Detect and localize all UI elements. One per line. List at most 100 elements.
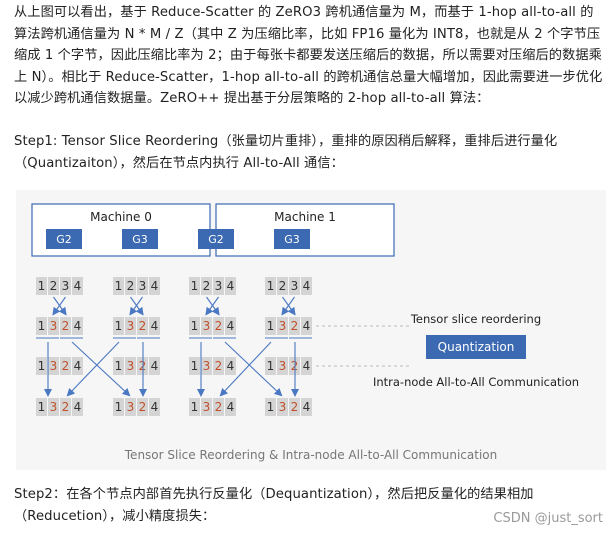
right-half-final-cell-1-2 xyxy=(137,398,148,416)
right-half-cell-text-2-3: 4 xyxy=(227,359,235,373)
reordered-cell-text-0-0: 1 xyxy=(38,319,46,333)
right-half-final-cell-0-2 xyxy=(60,398,71,416)
machine-0-gpu-g3 xyxy=(122,229,158,249)
reordered-cell-text-2-1: 3 xyxy=(203,319,211,333)
reorder-arrow xyxy=(281,296,295,316)
reordered-cell-1-0 xyxy=(113,317,124,335)
original-cell-text-2-2: 3 xyxy=(215,279,223,293)
left-half-cell-3-0 xyxy=(265,357,276,375)
original-cell-text-2-0: 1 xyxy=(191,279,199,293)
all-to-all-arrow xyxy=(219,341,272,397)
original-cell-text-3-1: 2 xyxy=(279,279,287,293)
original-cell-text-1-1: 2 xyxy=(127,279,135,293)
original-cell-text-1-3: 4 xyxy=(151,279,159,293)
machine-0-gpu-g2 xyxy=(46,229,82,249)
reordered-cell-text-1-0: 1 xyxy=(115,319,123,333)
reordered-cell-text-2-2: 2 xyxy=(215,319,223,333)
left-half-final-cell-text-2-1: 3 xyxy=(203,400,211,414)
original-cell-text-0-2: 3 xyxy=(62,279,70,293)
left-half-cell-2-0 xyxy=(189,357,200,375)
left-half-cell-0-1 xyxy=(48,357,59,375)
right-half-final-cell-1-3 xyxy=(149,398,160,416)
right-half-final-cell-text-0-3: 4 xyxy=(74,400,82,414)
left-half-cell-3-1 xyxy=(277,357,288,375)
right-half-final-cell-text-0-2: 2 xyxy=(62,400,70,414)
right-half-cell-0-2 xyxy=(60,357,71,375)
original-cell-3-1 xyxy=(277,277,288,295)
reordered-cell-3-0 xyxy=(265,317,276,335)
intro-paragraph: 从上图可以看出，基于 Reduce-Scatter 的 ZeRO3 跨机通信量为… xyxy=(14,5,603,106)
left-half-final-cell-1-1 xyxy=(125,398,136,416)
machine-1-gpu-g3 xyxy=(274,229,310,249)
all-to-all-arrow xyxy=(66,341,120,397)
reorder-arrow xyxy=(129,296,143,316)
original-cell-text-0-1: 2 xyxy=(50,279,58,293)
right-half-cell-text-2-2: 2 xyxy=(215,359,223,373)
original-cell-text-1-0: 1 xyxy=(115,279,123,293)
machine-1-gpu-g2 xyxy=(198,229,234,249)
left-half-final-cell-text-0-0: 1 xyxy=(38,400,46,414)
original-cell-0-0 xyxy=(36,277,47,295)
right-half-cell-0-3 xyxy=(72,357,83,375)
all-to-all-arrow xyxy=(71,341,131,397)
reordered-cell-2-1 xyxy=(201,317,212,335)
original-cell-text-0-0: 1 xyxy=(38,279,46,293)
left-half-final-cell-text-3-1: 3 xyxy=(279,400,287,414)
original-cell-2-1 xyxy=(201,277,212,295)
machine-1-label: Machine 1 xyxy=(274,210,336,224)
original-cell-0-2 xyxy=(60,277,71,295)
right-half-final-cell-3-3 xyxy=(301,398,312,416)
left-half-final-cell-text-0-1: 3 xyxy=(50,400,58,414)
reordered-cell-text-1-1: 3 xyxy=(127,319,135,333)
reordered-cell-text-3-0: 1 xyxy=(267,319,275,333)
right-half-final-cell-text-2-2: 2 xyxy=(215,400,223,414)
left-half-cell-2-1 xyxy=(201,357,212,375)
original-cell-0-1 xyxy=(48,277,59,295)
left-half-cell-1-1 xyxy=(125,357,136,375)
quantization-label: Quantization xyxy=(438,340,515,354)
right-half-cell-2-3 xyxy=(225,357,236,375)
original-cell-2-2 xyxy=(213,277,224,295)
right-half-cell-3-3 xyxy=(301,357,312,375)
left-half-final-cell-1-0 xyxy=(113,398,124,416)
reordered-cell-0-0 xyxy=(36,317,47,335)
left-half-cell-1-0 xyxy=(113,357,124,375)
left-half-final-cell-0-1 xyxy=(48,398,59,416)
right-half-cell-text-1-3: 4 xyxy=(151,359,159,373)
original-cell-1-1 xyxy=(125,277,136,295)
left-half-cell-text-1-0: 1 xyxy=(115,359,123,373)
original-cell-3-0 xyxy=(265,277,276,295)
original-cell-text-2-1: 2 xyxy=(203,279,211,293)
left-half-cell-text-0-0: 1 xyxy=(38,359,46,373)
original-cell-text-3-2: 3 xyxy=(291,279,299,293)
left-half-cell-text-2-0: 1 xyxy=(191,359,199,373)
left-half-cell-text-0-1: 3 xyxy=(50,359,58,373)
reordered-cell-text-1-3: 4 xyxy=(151,319,159,333)
left-half-final-cell-text-3-0: 1 xyxy=(267,400,275,414)
reordered-cell-text-0-2: 2 xyxy=(62,319,70,333)
left-half-cell-text-3-0: 1 xyxy=(267,359,275,373)
reordered-cell-1-3 xyxy=(149,317,160,335)
reordered-cell-2-0 xyxy=(189,317,200,335)
all-to-all-label: Intra-node All-to-All Communication xyxy=(373,375,579,389)
original-cell-3-2 xyxy=(289,277,300,295)
original-cell-text-3-3: 4 xyxy=(303,279,311,293)
right-half-cell-2-2 xyxy=(213,357,224,375)
right-half-final-cell-text-1-2: 2 xyxy=(139,400,147,414)
left-half-final-cell-0-0 xyxy=(36,398,47,416)
reordered-cell-2-2 xyxy=(213,317,224,335)
machine-1-gpu-g3-label: G3 xyxy=(284,233,300,246)
left-half-cell-text-2-1: 3 xyxy=(203,359,211,373)
machine-0-label: Machine 0 xyxy=(90,210,152,224)
reordering-label: Tensor slice reordering xyxy=(410,312,541,326)
reordered-cell-text-0-3: 4 xyxy=(74,319,82,333)
reorder-arrow xyxy=(205,296,219,316)
original-cell-1-2 xyxy=(137,277,148,295)
original-cell-3-3 xyxy=(301,277,312,295)
reorder-arrow xyxy=(52,296,66,316)
reordered-cell-text-2-3: 4 xyxy=(227,319,235,333)
left-half-final-cell-text-2-0: 1 xyxy=(191,400,199,414)
original-cell-1-0 xyxy=(113,277,124,295)
left-half-cell-text-3-1: 3 xyxy=(279,359,287,373)
right-half-final-cell-2-2 xyxy=(213,398,224,416)
